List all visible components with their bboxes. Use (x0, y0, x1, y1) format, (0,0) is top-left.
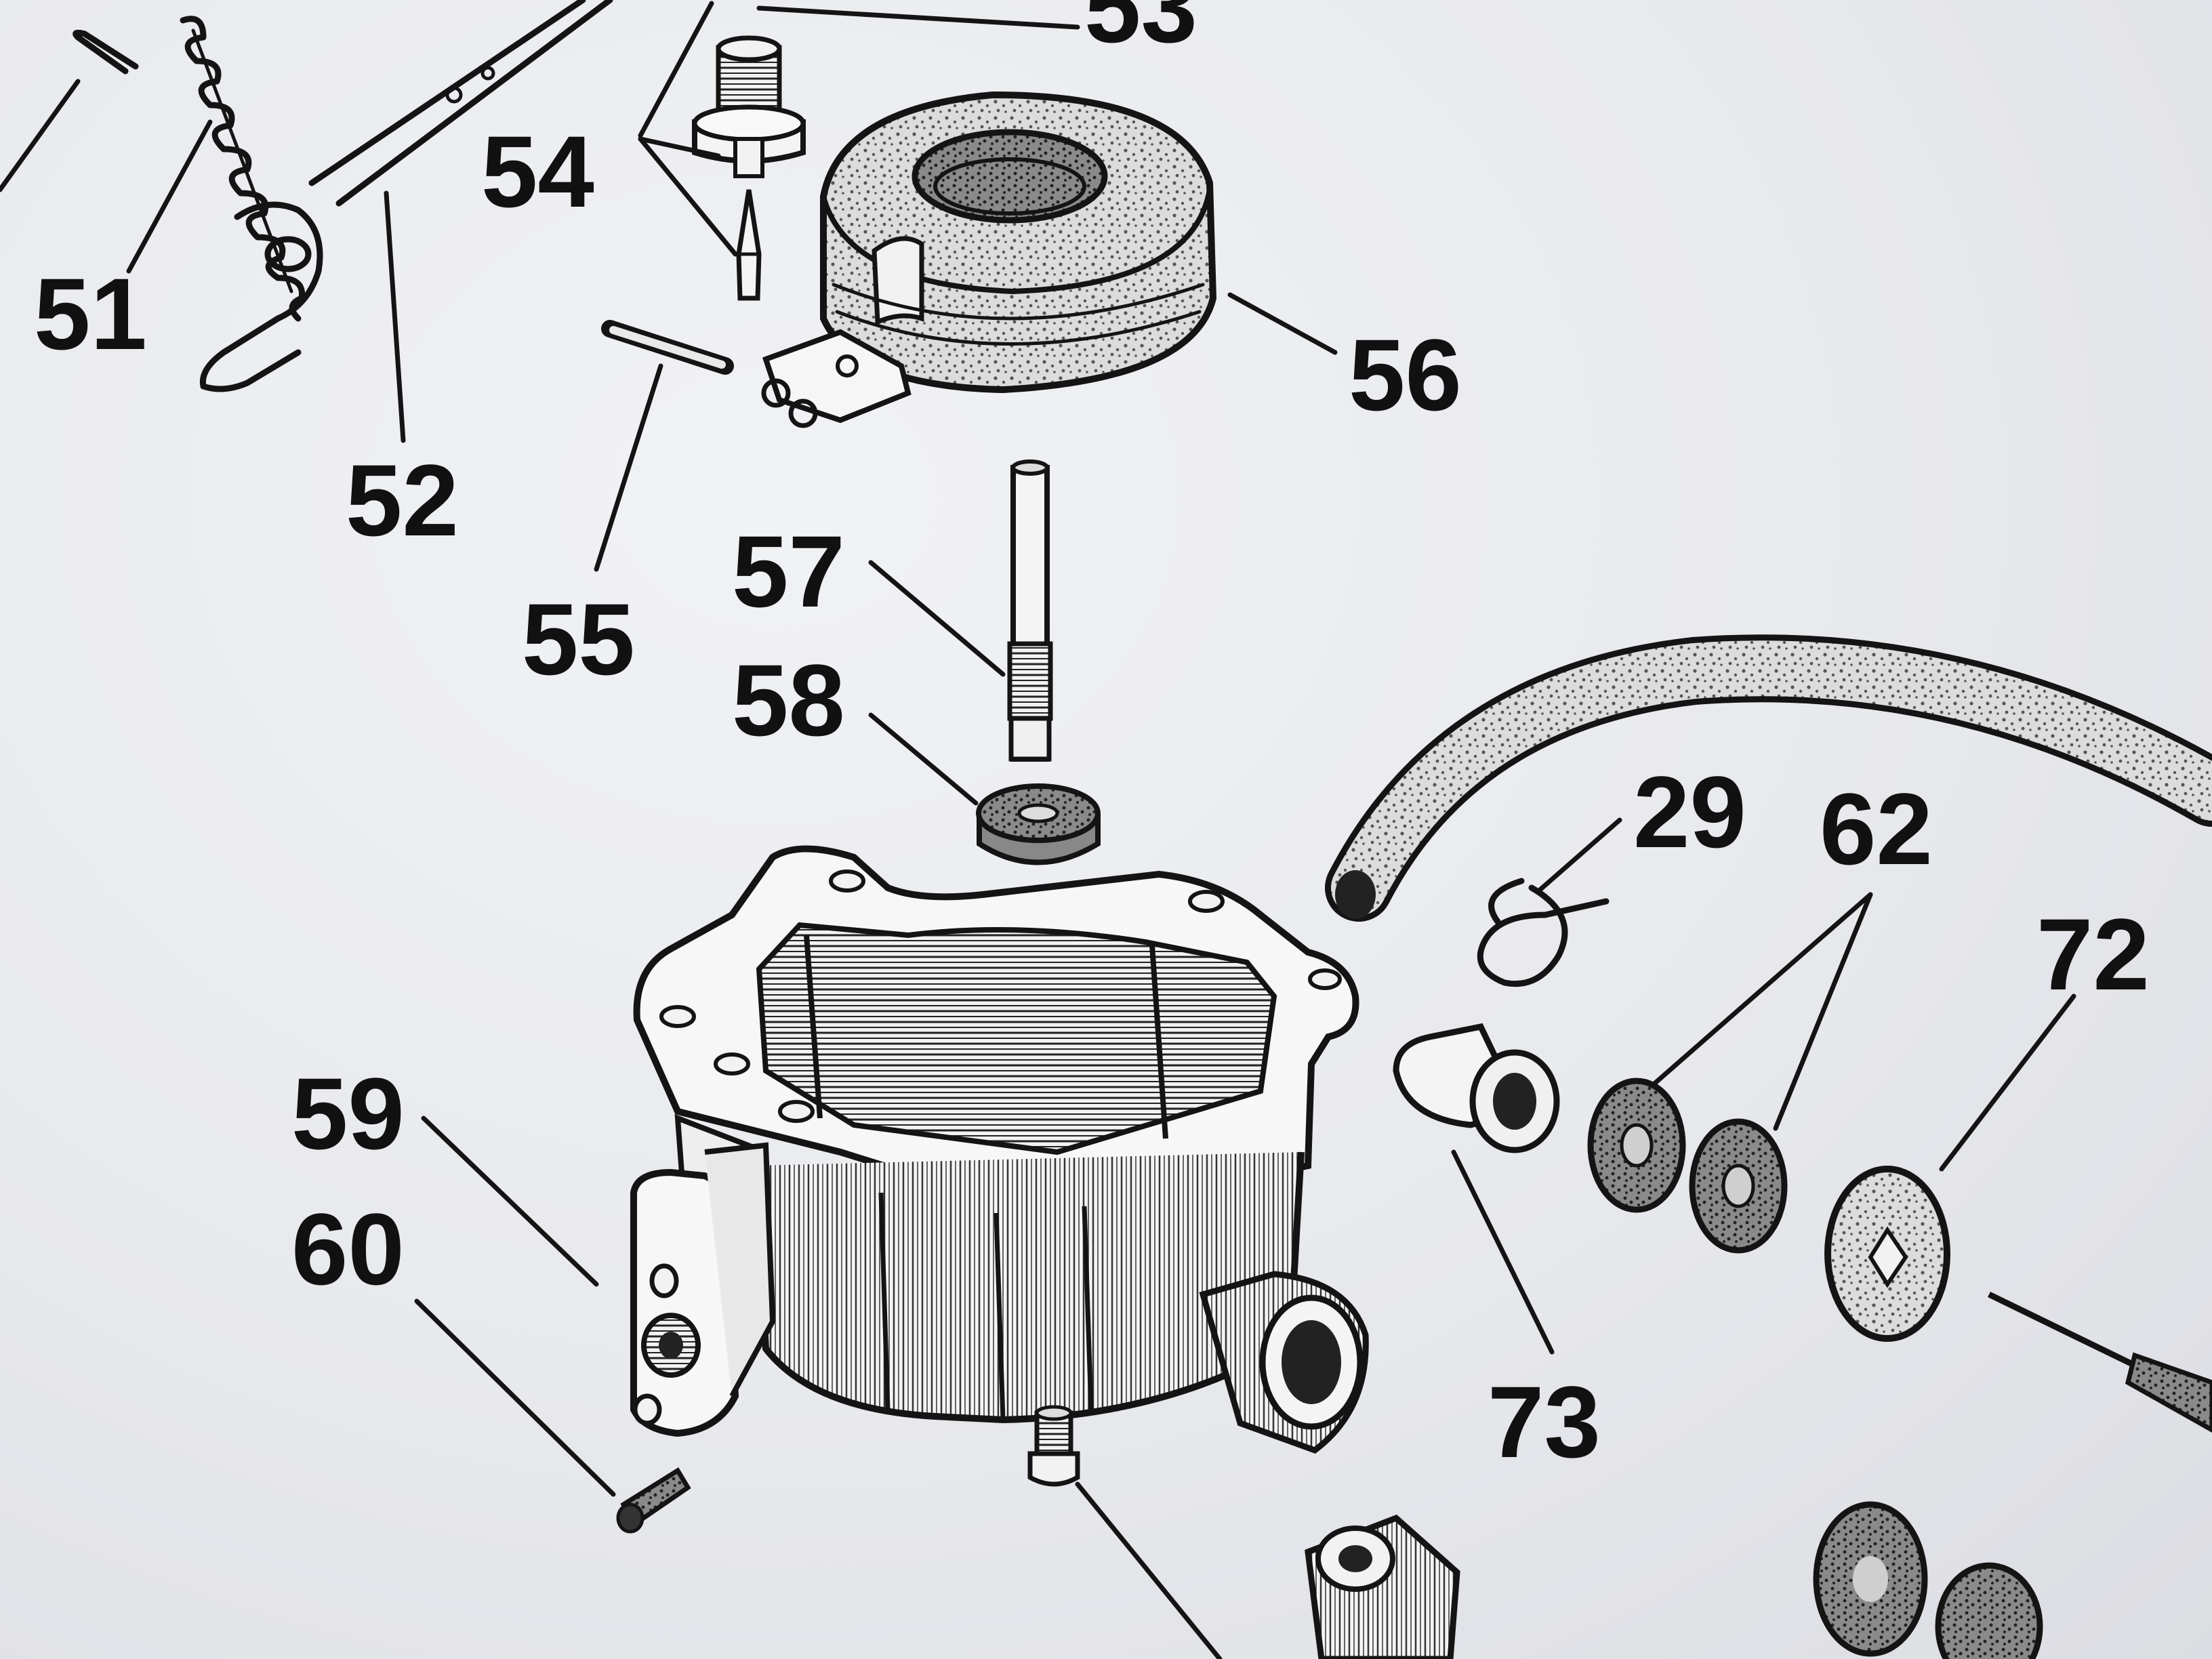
callout-29: 29 (1633, 755, 1746, 869)
leader-57 (868, 560, 1006, 677)
leader-62-b (1773, 892, 1873, 1131)
leader-56 (1227, 292, 1338, 355)
bushing-part (1393, 1023, 1560, 1153)
fuel-hose-part (1325, 634, 2212, 922)
float-needle-part (736, 189, 762, 301)
callout-73: 73 (1488, 1365, 1601, 1479)
washer-part (976, 783, 1101, 865)
float-pin-part (601, 320, 734, 375)
gasket-washer-lower (1689, 1118, 1788, 1254)
callout-58: 58 (732, 643, 845, 757)
callout-51: 51 (34, 257, 147, 371)
callout-52: 52 (346, 443, 459, 557)
callout-55: 55 (522, 582, 635, 696)
leader-58 (868, 712, 979, 806)
hose-clip-part (1477, 878, 1610, 987)
callout-54: 54 (481, 115, 594, 228)
float-part (761, 91, 1217, 428)
leader-55 (594, 363, 663, 572)
fibre-washer-part (1824, 1166, 1950, 1342)
leader-cotter (0, 79, 81, 192)
throttle-shaft-part (199, 0, 613, 392)
callout-59: 59 (291, 1057, 405, 1170)
carburettor-bowl-part (633, 845, 1369, 1454)
leader-52 (384, 190, 406, 443)
callout-53: 53 (1084, 0, 1197, 64)
callout-62: 62 (1820, 772, 1933, 886)
callout-57: 57 (732, 514, 845, 628)
leader-53 (756, 5, 1080, 30)
drain-plug-part (1027, 1405, 1080, 1487)
leader-73 (1451, 1149, 1555, 1355)
callout-60: 60 (291, 1192, 405, 1306)
flange-screw-part (616, 1467, 691, 1534)
callout-72: 72 (2036, 897, 2150, 1011)
leader-54-c (638, 136, 738, 257)
callout-labels: 53 54 51 52 56 55 57 58 29 62 72 59 60 7… (34, 0, 2150, 1479)
needle-screw-part (1988, 1291, 2212, 1433)
leader-72 (1939, 994, 2076, 1172)
leader-54-b (638, 136, 721, 159)
lower-washers-part (1813, 1501, 2043, 1659)
leader-59 (421, 1115, 599, 1287)
main-jet-tube-part (1007, 459, 1053, 762)
needle-valve-seat-part (692, 35, 806, 178)
leader-lines (0, 1, 2076, 1659)
leader-51 (126, 119, 213, 274)
leader-62-a (1651, 892, 1873, 1087)
leader-60 (414, 1298, 616, 1497)
callout-56: 56 (1349, 318, 1462, 432)
mounting-flange-part (630, 1142, 776, 1437)
cotter-pin-part (73, 29, 139, 75)
gasket-washer-upper (1587, 1078, 1686, 1213)
leader-29 (1536, 817, 1622, 894)
spring-part (180, 16, 306, 322)
lower-fitting-part (1305, 1514, 1460, 1659)
leader-54-a (638, 1, 714, 138)
leader-drain (1075, 1481, 1223, 1659)
